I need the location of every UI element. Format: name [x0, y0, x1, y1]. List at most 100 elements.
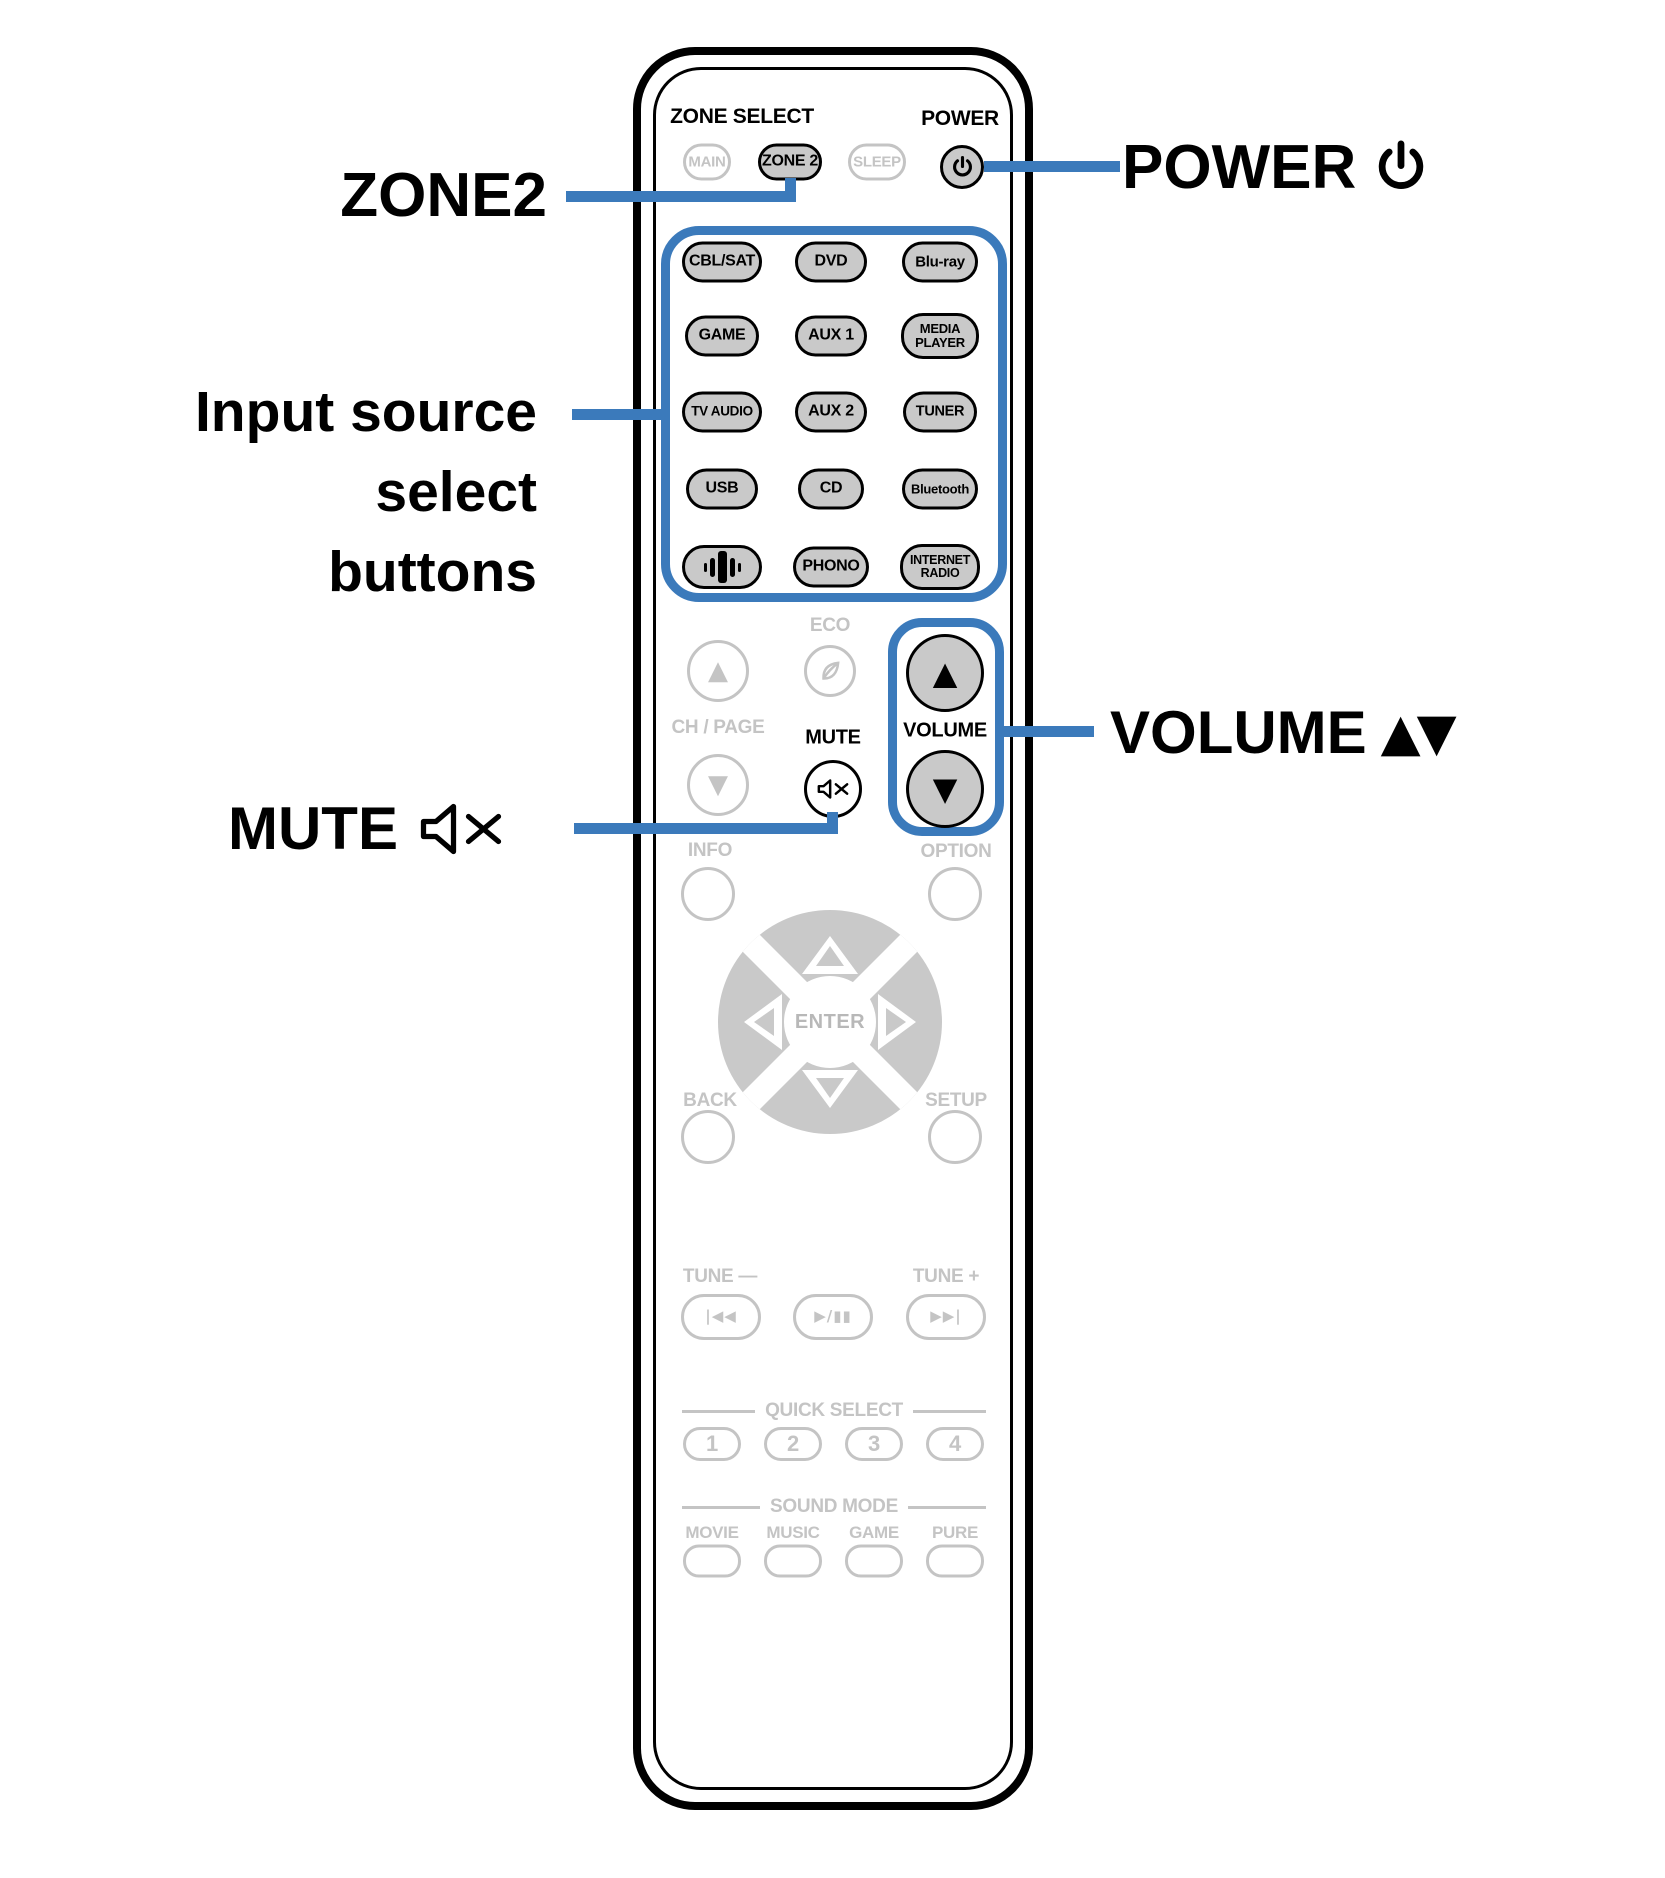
quick-select-label: QUICK SELECT [765, 1400, 903, 1421]
input-phono-button[interactable]: PHONO [793, 546, 869, 588]
back-label: BACK [683, 1090, 737, 1111]
sound-mode-header: SOUND MODE [682, 1496, 986, 1518]
dpad-left-icon[interactable] [754, 1008, 774, 1036]
mute-icon [416, 798, 506, 860]
ch-page-label: CH / PAGE [671, 717, 765, 738]
input-source-callout-line1: Input source [194, 380, 537, 444]
skip-back-button[interactable]: |◀◀ [681, 1294, 761, 1340]
zone2-button[interactable]: ZONE 2 [758, 143, 822, 181]
movie-button[interactable] [683, 1544, 741, 1578]
input-source-callout-line3: buttons [328, 540, 537, 604]
mute-icon [816, 777, 850, 801]
quick-select-1-button[interactable]: 1 [683, 1427, 741, 1461]
input-source-connector-line [572, 409, 669, 420]
mute-button[interactable] [804, 760, 862, 818]
channel-up-button[interactable]: ▲ [687, 640, 749, 702]
play-pause-icon: ▶/▮▮ [814, 1307, 852, 1326]
mute-callout: MUTE [228, 794, 506, 863]
eq-icon [703, 551, 741, 583]
input-game-button[interactable]: GAME [685, 315, 759, 357]
input-bluray-button[interactable]: Blu-ray [902, 241, 978, 283]
setup-label: SETUP [925, 1090, 987, 1111]
back-button[interactable] [681, 1110, 735, 1164]
game-button[interactable] [845, 1544, 903, 1578]
eco-button[interactable] [804, 645, 856, 697]
quick-select-3-button[interactable]: 3 [845, 1427, 903, 1461]
input-media-player-button[interactable]: MEDIA PLAYER [901, 313, 979, 359]
input-tv-audio-button[interactable]: TV AUDIO [682, 391, 762, 433]
up-arrow-icon: ▲ [708, 656, 728, 686]
power-callout: POWER [1122, 132, 1430, 203]
mute-connector-line [827, 812, 838, 834]
power-connector-line [984, 161, 1120, 172]
power-button[interactable] [940, 145, 984, 189]
option-label: OPTION [920, 841, 992, 862]
eco-label: ECO [809, 615, 851, 636]
input-usb-button[interactable]: USB [686, 468, 758, 510]
zone2-connector-line [566, 191, 796, 202]
dpad: ENTER [718, 910, 942, 1134]
dpad-right-icon[interactable] [886, 1008, 906, 1036]
volume-down-icon: ▼ [932, 770, 958, 808]
input-bluetooth-button[interactable]: Bluetooth [902, 468, 978, 510]
pure-label: PURE [931, 1523, 979, 1542]
info-label: INFO [687, 840, 733, 861]
music-button[interactable] [764, 1544, 822, 1578]
skip-forward-button[interactable]: ▶▶| [906, 1294, 986, 1340]
volume-connector-line [1000, 726, 1094, 737]
mute-connector-line [574, 823, 838, 834]
sound-mode-label: SOUND MODE [770, 1496, 898, 1517]
power-icon [1372, 139, 1430, 197]
tune-plus-label: TUNE + [912, 1266, 980, 1287]
power-icon [950, 155, 975, 180]
movie-label: MOVIE [685, 1523, 739, 1542]
volume-button-label: VOLUME [903, 719, 987, 742]
dpad-up-icon[interactable] [816, 946, 844, 966]
input-dvd-button[interactable]: DVD [795, 241, 867, 283]
input-source-callout-line2: select [375, 460, 537, 524]
input-source-callout: Input source select buttons [195, 372, 537, 612]
mute-callout-text: MUTE [228, 795, 398, 862]
channel-down-button[interactable]: ▼ [687, 754, 749, 816]
remote-body-inner-line [653, 67, 1013, 1790]
volume-up-icon: ▲ [932, 654, 958, 692]
quick-select-2-button[interactable]: 2 [764, 1427, 822, 1461]
volume-callout: VOLUME ▲▼ [1110, 698, 1457, 767]
volume-up-button[interactable]: ▲ [906, 634, 984, 712]
tune-minus-label: TUNE — [682, 1266, 758, 1287]
power-callout-text: POWER [1122, 133, 1357, 202]
header-rule [682, 1409, 756, 1413]
enter-button[interactable]: ENTER [784, 976, 876, 1068]
header-rule [907, 1505, 986, 1509]
sleep-button[interactable]: SLEEP [848, 143, 906, 181]
skip-forward-icon: ▶▶| [930, 1307, 962, 1326]
input-cd-button[interactable]: CD [798, 468, 864, 510]
main-zone-button[interactable]: MAIN [683, 143, 731, 181]
input-cbl-sat-button[interactable]: CBL/SAT [682, 241, 762, 283]
leaf-icon [815, 656, 845, 686]
input-tuner-button[interactable]: TUNER [903, 391, 977, 433]
input-heos-eq-button[interactable] [682, 545, 762, 589]
quick-select-4-button[interactable]: 4 [926, 1427, 984, 1461]
volume-up-down-icon: ▲▼ [1380, 702, 1457, 763]
play-pause-button[interactable]: ▶/▮▮ [793, 1294, 873, 1340]
volume-callout-text: VOLUME [1110, 699, 1367, 766]
pure-button[interactable] [926, 1544, 984, 1578]
power-label: POWER [921, 107, 999, 130]
header-rule [912, 1409, 987, 1413]
zone2-callout: ZONE2 [340, 161, 547, 230]
input-aux2-button[interactable]: AUX 2 [795, 391, 867, 433]
input-aux1-button[interactable]: AUX 1 [795, 315, 867, 357]
volume-highlight-box [888, 618, 1004, 836]
quick-select-header: QUICK SELECT [682, 1400, 987, 1422]
volume-down-button[interactable]: ▼ [906, 750, 984, 828]
dpad-down-icon[interactable] [816, 1078, 844, 1098]
mute-button-label: MUTE [805, 726, 861, 749]
setup-button[interactable] [928, 1110, 982, 1164]
skip-back-icon: |◀◀ [705, 1307, 737, 1326]
down-arrow-icon: ▼ [708, 770, 728, 800]
header-rule [682, 1505, 761, 1509]
zone2-connector-line [785, 178, 796, 202]
zone-select-label: ZONE SELECT [670, 105, 814, 128]
